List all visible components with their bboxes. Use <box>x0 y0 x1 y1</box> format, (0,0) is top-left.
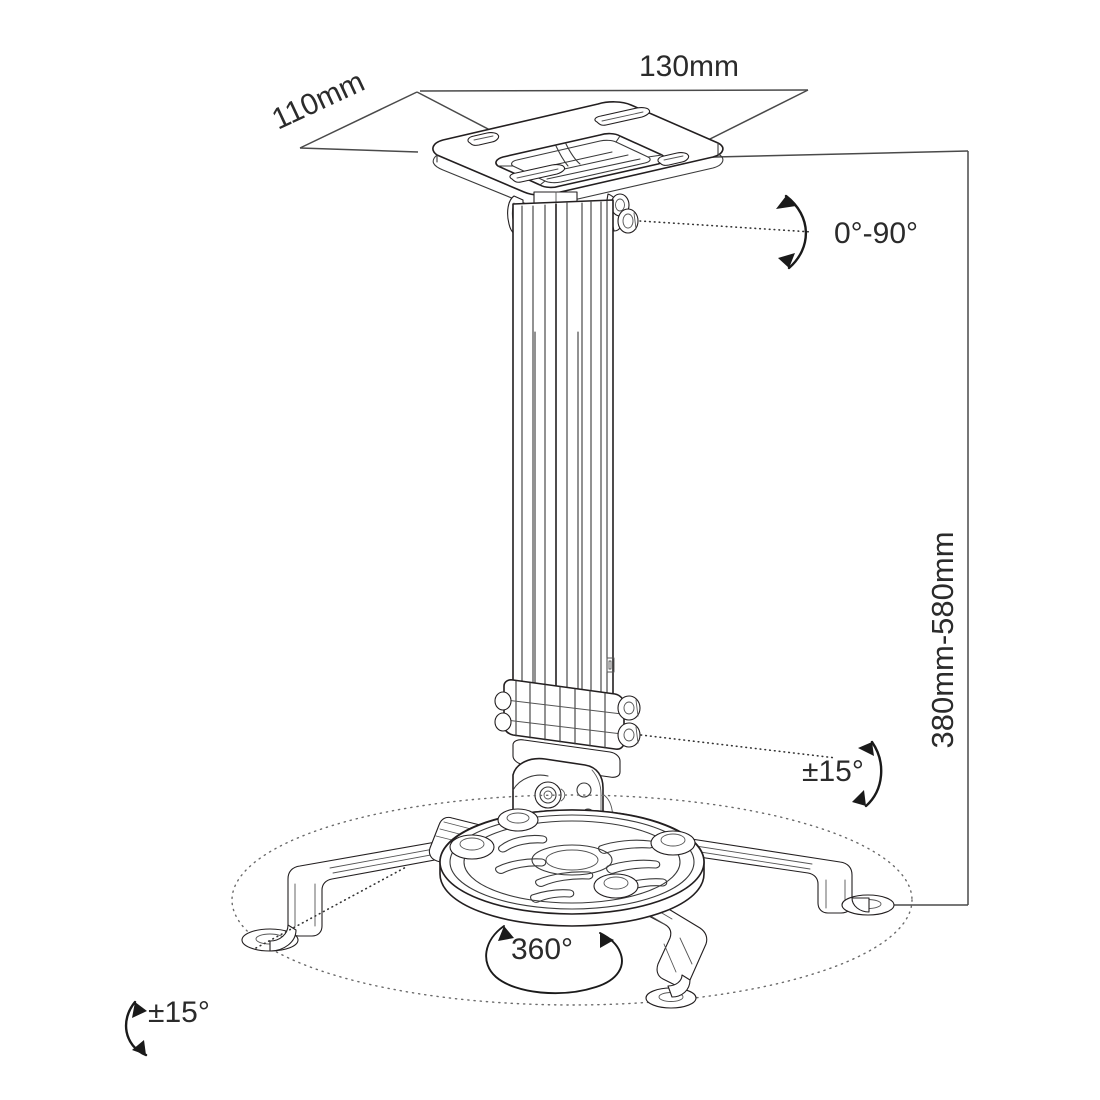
annotation-label-tilt-top: 0°-90° <box>834 217 918 250</box>
slot-hole-right-inner <box>663 155 684 161</box>
spider-slot-5 <box>606 859 661 874</box>
rotation-arrow-360 <box>485 925 623 995</box>
spider-slot-3 <box>535 871 594 887</box>
leader-lines <box>255 220 837 949</box>
spider-bolt-bosses <box>449 808 696 899</box>
upper-joint-bolt-main-inner <box>622 213 634 229</box>
ceiling-plate-center-fold-2 <box>565 143 581 165</box>
lower-joint-bolt-right-bottom-inner <box>623 728 635 742</box>
spider-boss-right-top <box>660 833 686 847</box>
spider-arm-front-right <box>587 875 708 987</box>
ceiling-plate-recess-depth <box>497 135 663 186</box>
spider-center-boss-inner <box>545 849 599 871</box>
tilt-arrow-mid-head-bottom <box>852 790 866 806</box>
upper-joint-bolt-main-edge <box>633 212 637 230</box>
annotation-label-tilt-bottom: ±15° <box>148 996 210 1029</box>
dimension-label-height: 380mm-580mm <box>925 531 960 748</box>
spider-arm-back-right <box>664 835 853 914</box>
upper-joint-bolt-main <box>617 208 639 234</box>
lower-joint-side-lug-upper <box>576 782 592 798</box>
column-badge-inner <box>608 660 612 670</box>
tilt-arrow-mid-head-top <box>858 742 874 756</box>
tilt-arrow-mid-15 <box>852 740 883 808</box>
dim-line-130mm <box>419 89 809 92</box>
spider-slot-2 <box>495 858 547 874</box>
leader-top-swivel <box>639 220 813 233</box>
annotation-label-rotate-bottom: 360° <box>511 933 573 966</box>
spider-boss-front-top <box>603 876 629 890</box>
lower-joint-bolt-right-top <box>617 695 641 721</box>
tilt-arrow-mid-curve <box>864 740 883 808</box>
dim-ext-110mm-b <box>299 147 419 153</box>
leader-bottom-tilt <box>255 865 409 949</box>
swivel-arrow-0-90-curve <box>784 194 808 270</box>
ceiling-plate-icon <box>432 101 724 207</box>
tilt-arrow-bottom-head-top <box>132 1002 147 1018</box>
dim-line-110mm <box>299 91 418 149</box>
ceiling-plate-center-fold <box>555 145 569 167</box>
slot-hole-top-inner <box>601 111 644 122</box>
lower-joint-pivot-bolt-upper-core <box>543 790 553 800</box>
upper-joint-bolt-top-inner <box>615 198 625 212</box>
spider-slot-4 <box>598 839 655 854</box>
lower-joint-bolt-right-top-inner <box>623 701 635 715</box>
rotation-arrow-360-head-left <box>498 926 514 941</box>
spider-boss-back-top <box>506 812 530 824</box>
ceiling-plate-rib-3 <box>546 158 641 180</box>
spider-slot-7 <box>530 889 575 903</box>
spider-foot-back-left-bend <box>269 924 297 952</box>
slot-hole-left <box>467 132 500 146</box>
spider-disc-top-face <box>439 809 705 915</box>
swivel-arrow-0-90-head-bottom <box>778 253 795 268</box>
annotation-label-tilt-mid: ±15° <box>802 755 864 788</box>
swivel-arrow-0-90-head-top <box>776 196 796 209</box>
lower-joint-bolt-right-bottom-edge <box>635 726 639 744</box>
dim-ext-110mm-a <box>416 91 491 131</box>
dimension-label-130mm: 130mm <box>639 50 739 83</box>
spider-foot-back-right-bend <box>851 897 870 913</box>
swivel-arrow-0-90 <box>776 194 808 270</box>
lower-joint-sleeve-bands <box>505 699 623 735</box>
lower-joint-sleeve-ribs <box>515 680 606 749</box>
spider-arm-front-right-leg-ribs <box>663 937 693 973</box>
rotation-arrow-360-head-right <box>600 933 614 948</box>
rotation-path-icon <box>231 794 913 1006</box>
slot-hole-left-inner <box>473 135 494 141</box>
slot-hole-right <box>657 152 690 166</box>
leader-mid-tilt <box>640 734 837 759</box>
slot-hole-bottom-inner <box>516 168 559 179</box>
spider-disc-slots <box>495 834 668 903</box>
projector-spider-plate-icon <box>241 808 895 1009</box>
spider-boss-left <box>449 834 495 860</box>
column-badge <box>606 657 615 673</box>
ceiling-plate-slot-holes <box>467 107 690 183</box>
spider-boss-front <box>593 873 639 899</box>
lower-joint-pivot-bolt-upper-mid <box>539 786 557 804</box>
spider-boss-back <box>497 808 539 832</box>
spider-disc-ring-outer <box>449 814 695 910</box>
spider-arm-back-left-leg-ribs <box>294 883 316 927</box>
lower-joint-bolt-right-top-edge <box>635 699 639 717</box>
spider-arm-back-left <box>287 835 479 937</box>
tilt-arrow-bottom-15 <box>124 1000 148 1057</box>
lower-joint-bolt-left-bottom <box>494 712 512 732</box>
dimension-label-110mm: 110mm <box>267 65 370 136</box>
lower-joint-yoke-right-edge <box>591 769 602 849</box>
lower-joint-pivot-upper-shaft <box>560 788 566 802</box>
spider-boss-right <box>650 830 696 856</box>
tilt-arrow-bottom-head-bottom <box>132 1040 146 1055</box>
spider-boss-left-top <box>459 837 485 851</box>
spider-disc-ring-mid <box>463 820 681 904</box>
telescoping-column-icon <box>512 199 615 715</box>
lower-joint-bolt-right-bottom <box>617 722 641 748</box>
spider-foot-front-right-bend <box>667 974 691 998</box>
rotation-arrow-360-curve <box>485 925 623 995</box>
column-body <box>512 199 614 715</box>
ceiling-plate-top-face <box>432 101 724 196</box>
lower-joint-bolt-left-top <box>494 691 512 711</box>
spider-center-boss <box>531 844 613 876</box>
lower-joint-yoke-arc <box>512 774 549 791</box>
spider-slot-1 <box>498 834 548 853</box>
